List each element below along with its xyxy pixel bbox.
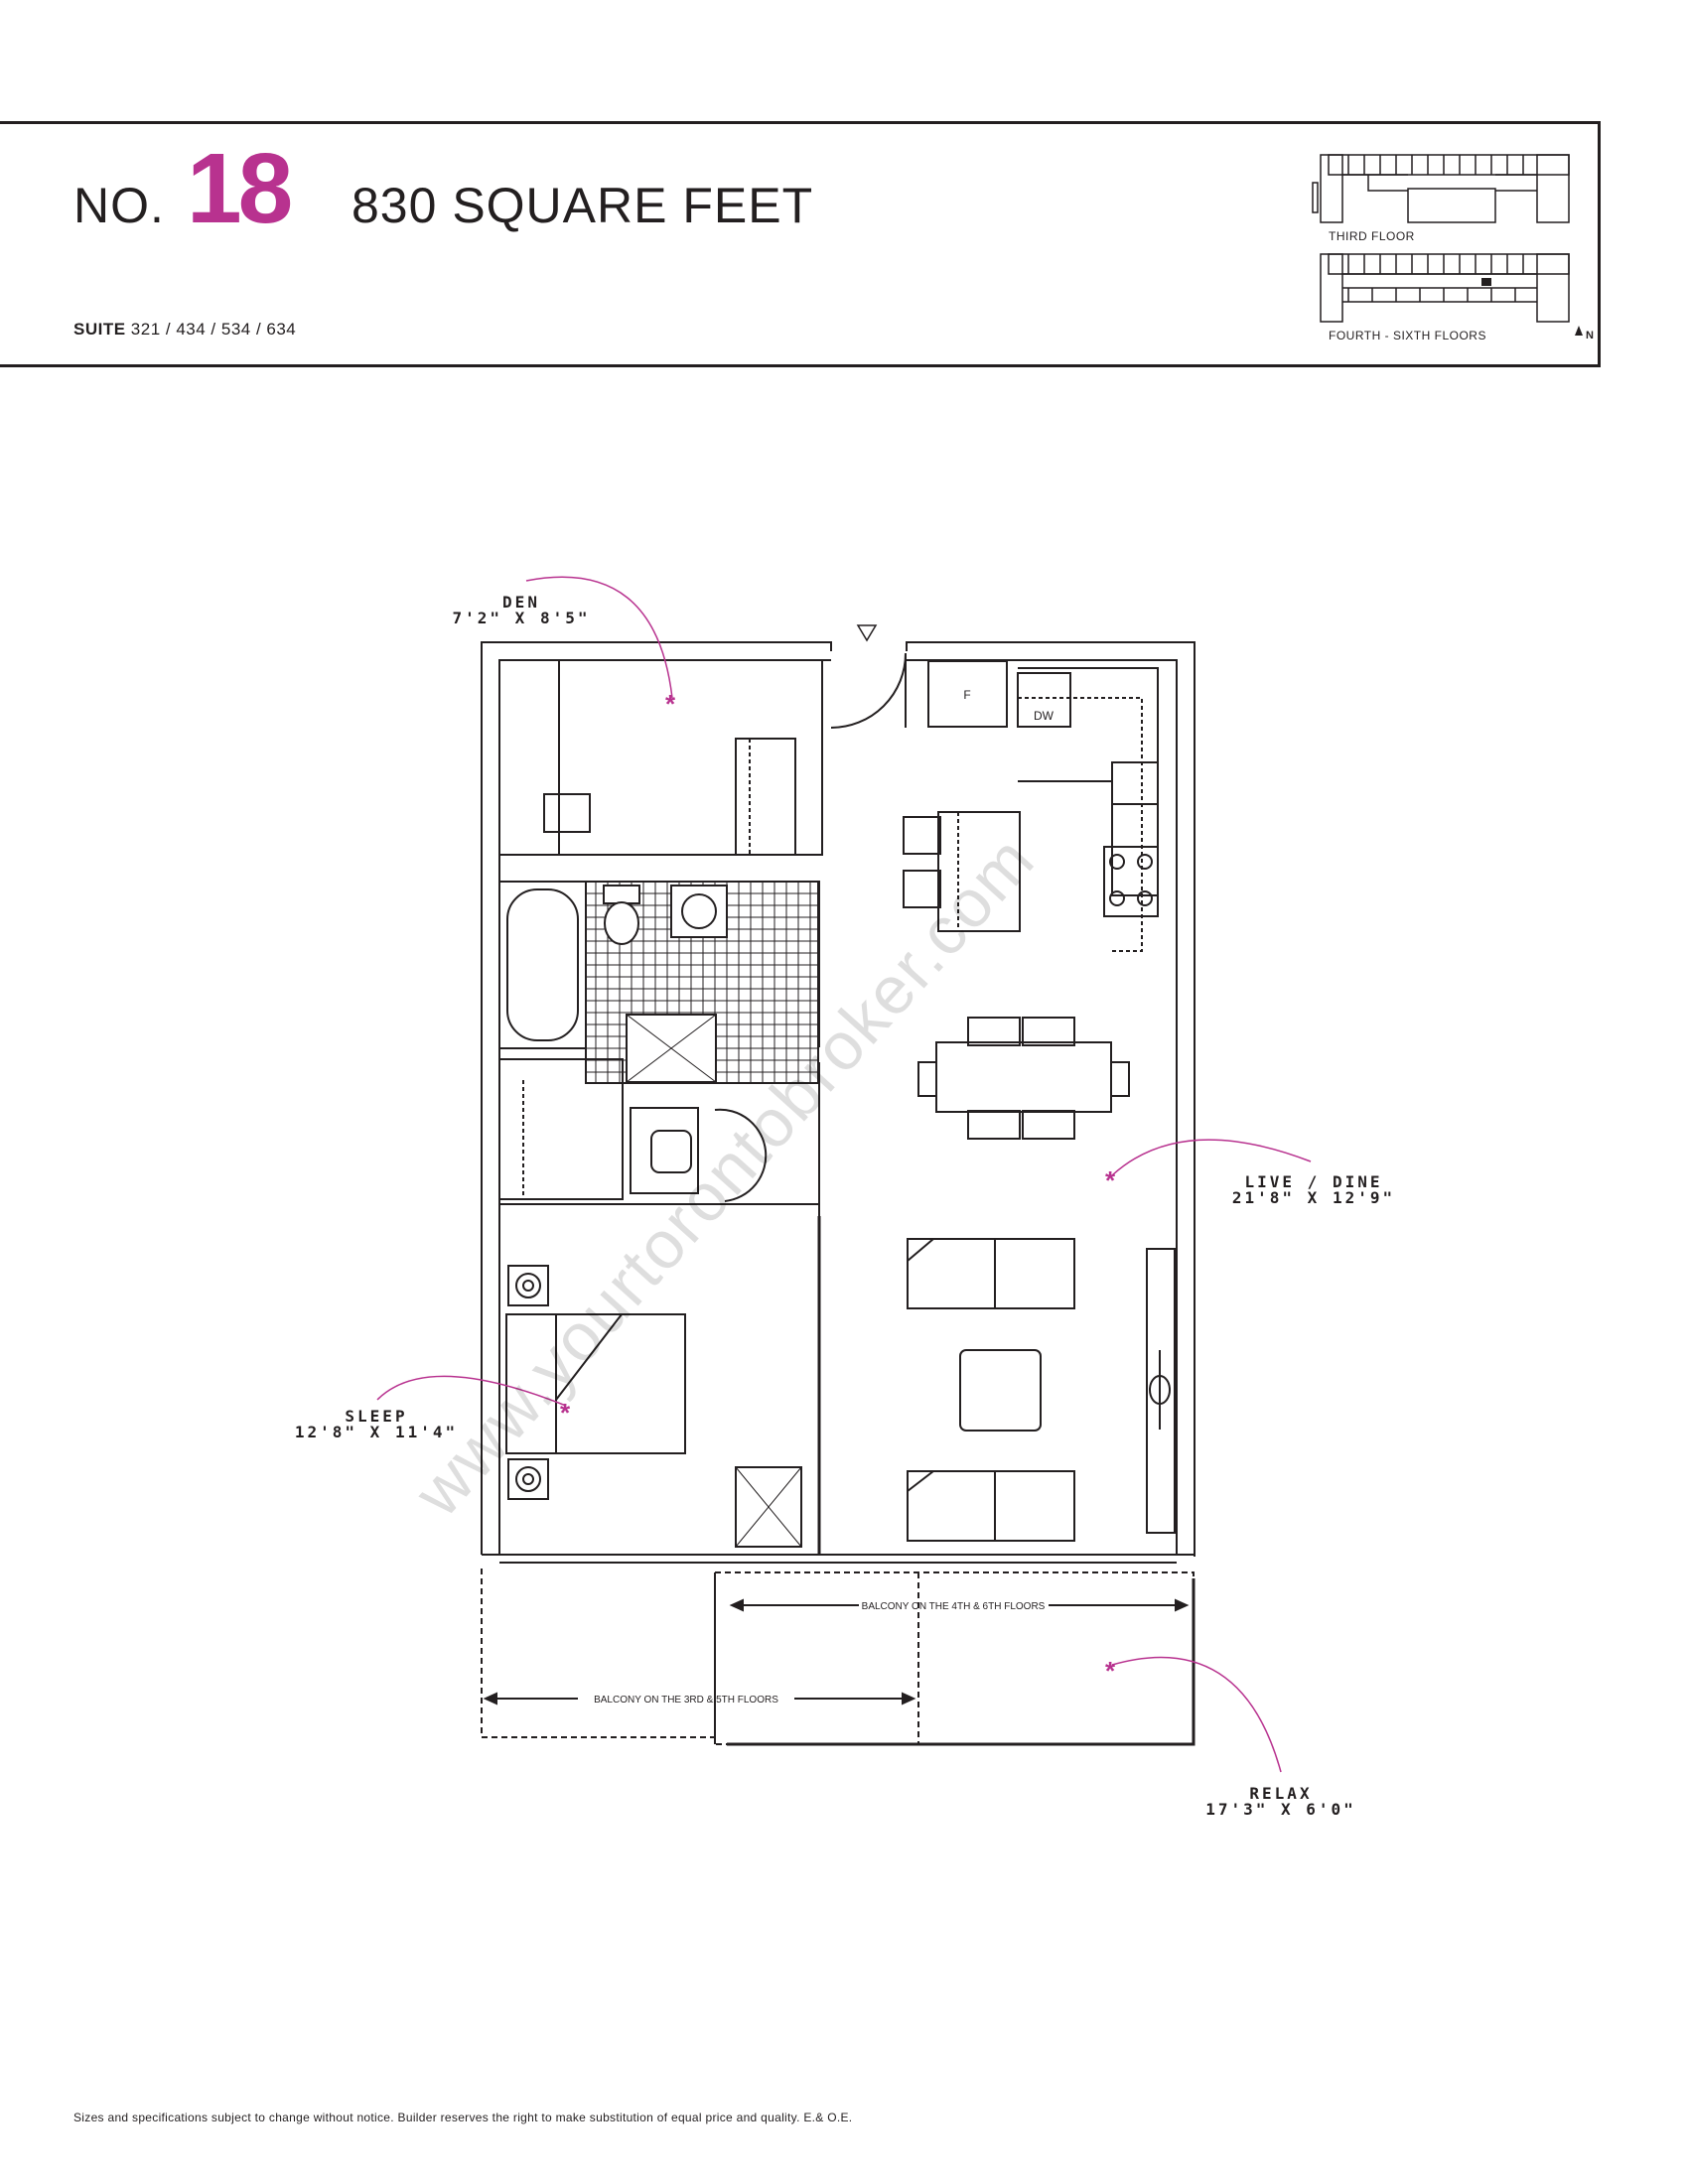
dining-table — [935, 1041, 1112, 1113]
entry-door-icon — [830, 652, 907, 729]
live-name: LIVE / DINE — [1245, 1172, 1383, 1191]
live-marker-icon: * — [1105, 1165, 1116, 1195]
fridge-label: F — [963, 688, 970, 702]
sofa — [907, 1470, 1075, 1542]
balcony-lower-note: BALCONY ON THE 3RD & 5TH FLOORS — [594, 1695, 778, 1706]
nightstand — [507, 1458, 549, 1500]
bar-stool — [903, 870, 941, 908]
relax-marker-icon: * — [1105, 1656, 1116, 1686]
header-frame — [0, 121, 1601, 367]
den-marker-icon: * — [665, 689, 676, 719]
dishwasher-label: DW — [1034, 709, 1055, 723]
unit-number: 18 — [187, 133, 293, 244]
square-feet-title: 830 SQUARE FEET — [352, 178, 814, 233]
unit-no-label: NO. — [73, 178, 165, 233]
sink — [1111, 761, 1159, 805]
den-name: DEN — [502, 593, 540, 612]
sleep-leader — [376, 1375, 567, 1407]
sofa — [907, 1238, 1075, 1309]
keyplan-fourth-sixth-label: FOURTH - SIXTH FLOORS — [1329, 329, 1486, 342]
keyplan-third-floor-label: THIRD FLOOR — [1329, 229, 1415, 243]
toilet — [603, 885, 640, 904]
den-size: 7'2" X 8'5" — [453, 609, 591, 627]
suite-label: SUITE — [73, 320, 126, 339]
relax-name: RELAX — [1249, 1784, 1312, 1803]
den-room — [498, 659, 823, 856]
sleep-size: 12'8" X 11'4" — [295, 1423, 458, 1441]
sleep-marker-icon: * — [560, 1398, 571, 1428]
fridge — [927, 660, 1008, 728]
kitchen-counter — [1018, 667, 1159, 896]
live-leader — [1111, 1139, 1312, 1176]
den-chair — [543, 793, 591, 833]
den-bookshelf — [735, 738, 796, 856]
coffee-table — [959, 1349, 1042, 1432]
cooktop — [1103, 846, 1159, 917]
bar-stool — [903, 816, 941, 855]
relax-leader — [1111, 1656, 1282, 1773]
dishwasher — [1017, 672, 1071, 728]
balcony-upper-note: BALCONY ON THE 4TH & 6TH FLOORS — [862, 1601, 1046, 1612]
sleep-name: SLEEP — [345, 1407, 407, 1426]
den-leader — [525, 576, 673, 699]
bed — [505, 1313, 686, 1454]
north-arrow-icon — [1575, 326, 1583, 336]
laundry — [630, 1107, 699, 1194]
nightstand — [507, 1265, 549, 1306]
media-unit — [1146, 1248, 1176, 1534]
storage-box — [735, 1466, 802, 1548]
entry-marker-icon — [856, 624, 878, 642]
key-plan — [1312, 154, 1583, 336]
relax-size: 17'3" X 6'0" — [1205, 1800, 1356, 1819]
live-size: 21'8" X 12'9" — [1232, 1188, 1395, 1207]
north-label: N — [1586, 330, 1594, 341]
disclaimer: Sizes and specifications subject to chan… — [73, 2111, 853, 2124]
keyplan-unit-marker — [1481, 278, 1491, 286]
exterior-wall — [481, 641, 1196, 1557]
balcony-outline — [481, 1569, 1195, 1745]
suite-line: SUITE 321 / 434 / 534 / 634 — [73, 320, 296, 340]
suite-numbers: 321 / 434 / 534 / 634 — [130, 320, 297, 339]
